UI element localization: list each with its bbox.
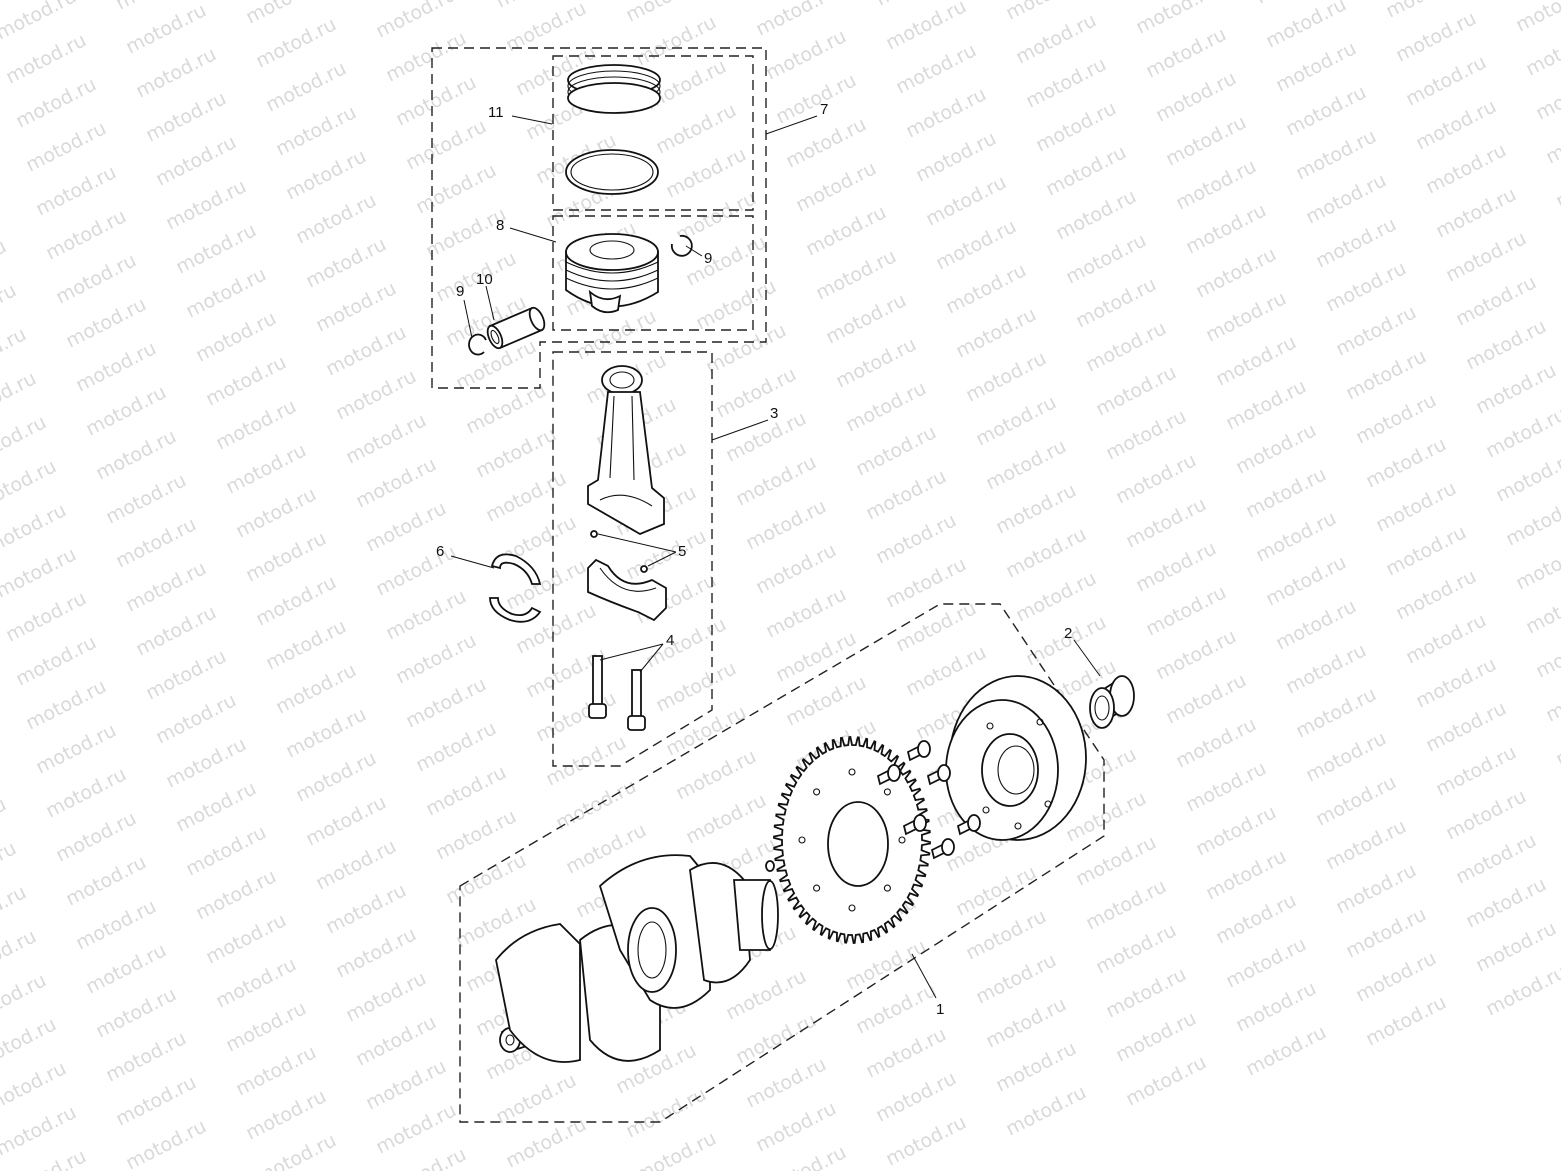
watermark-text: motod.ru — [1242, 1021, 1330, 1080]
circlip-left — [468, 333, 487, 356]
callout-6: 6 — [436, 543, 444, 560]
watermark-text: motod.ru — [1362, 991, 1450, 1050]
flange-bolt — [956, 814, 981, 836]
flange-bolts — [876, 740, 981, 860]
gear-bolt-hole — [883, 884, 891, 892]
connecting-rod — [587, 365, 665, 536]
group-box-piston-rings — [552, 55, 754, 211]
callout-11: 11 — [488, 104, 504, 121]
gear-bolt-hole — [848, 904, 856, 912]
callout-labels: 11 7 8 9 9 10 3 6 5 4 2 1 — [436, 101, 1072, 1018]
callout-9-right: 9 — [704, 250, 712, 267]
leader-lines — [450, 115, 1101, 999]
callout-2: 2 — [1064, 625, 1072, 642]
watermark-text: motod.ru — [1002, 1081, 1090, 1140]
crankshaft-gear — [773, 736, 931, 944]
callout-10: 10 — [476, 271, 493, 288]
gudgeon-pin — [486, 306, 546, 350]
dowel-lower — [640, 565, 648, 573]
bearing-shells — [489, 553, 542, 623]
gear-bolt-hole — [898, 836, 906, 844]
watermark-text: motod.ru — [882, 1111, 970, 1170]
flange-bolt — [906, 740, 931, 762]
callout-3: 3 — [770, 405, 778, 422]
crank-dowel — [765, 860, 775, 872]
group-box-crankshaft — [459, 603, 1105, 1123]
gear-hub — [827, 801, 889, 887]
gear-bolt-hole — [813, 788, 821, 796]
piston — [565, 233, 659, 314]
callout-7: 7 — [820, 101, 828, 118]
callout-9-left: 9 — [456, 283, 464, 300]
gear-bolt-hole — [848, 768, 856, 776]
flange-bolt — [902, 814, 927, 836]
crankshaft — [495, 854, 779, 1063]
callout-5: 5 — [678, 543, 686, 560]
watermark-text: motod.ru — [1512, 0, 1561, 36]
flange-bolt — [926, 764, 951, 786]
group-box-piston — [552, 215, 754, 331]
group-box-piston-assembly — [431, 47, 767, 389]
gear-bolt-hole — [798, 836, 806, 844]
circlip-right — [670, 234, 693, 257]
callout-8: 8 — [496, 217, 504, 234]
flange-bolt — [876, 764, 901, 786]
connecting-rod-cap — [587, 558, 667, 622]
callout-4: 4 — [666, 632, 674, 649]
flange-bolt — [930, 838, 955, 860]
group-box-connecting-rod — [552, 351, 713, 767]
gear-bolt-hole — [883, 788, 891, 796]
gear-bolt-hole — [813, 884, 821, 892]
con-rod-bolts — [588, 655, 646, 731]
callout-1: 1 — [936, 1001, 944, 1018]
drive-flange — [945, 675, 1087, 841]
needle-bearing — [1089, 675, 1135, 729]
watermark-text: motod.ru — [1122, 1051, 1210, 1110]
dowel-upper — [590, 530, 598, 538]
piston-rings — [565, 64, 661, 195]
